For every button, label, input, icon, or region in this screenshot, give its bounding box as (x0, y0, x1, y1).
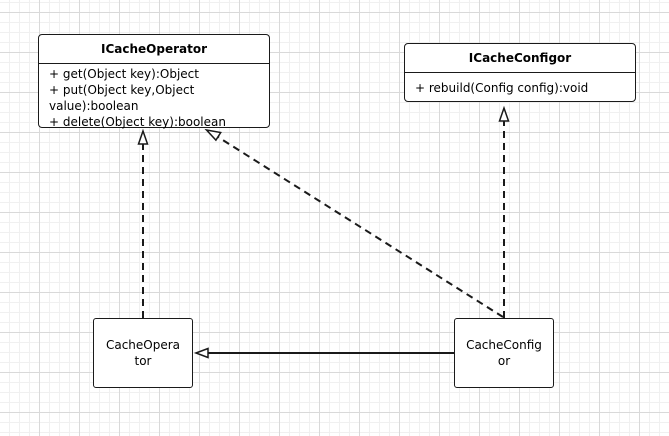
class-name: ICacheOperator (39, 35, 269, 64)
realization-cacheoperator-to-icacheoperator (137, 128, 149, 318)
member-get: + get(Object key):Object (49, 67, 199, 81)
member-list: + rebuild(Config config):void (405, 73, 635, 96)
member-rebuild: + rebuild(Config config):void (415, 81, 589, 95)
cacheoperator-class-box: CacheOperator (93, 318, 193, 388)
icacheoperator-class-box: ICacheOperator + get(Object key):Object … (38, 34, 270, 130)
icacheconfigor-class-box: ICacheConfigor + rebuild(Config config):… (404, 43, 636, 102)
realization-cacheconfigor-to-icacheoperator (204, 128, 504, 318)
cacheconfigor-class-box: CacheConfigor (454, 318, 554, 388)
class-name: CacheOperator (105, 338, 181, 368)
member-delete: + delete(Object key):boolean (49, 115, 226, 129)
class-name: ICacheConfigor (405, 44, 635, 73)
association-cacheconfigor-to-cacheoperator (193, 347, 454, 359)
realization-cacheconfigor-to-icacheconfigor (498, 105, 510, 318)
class-name: CacheConfigor (466, 338, 542, 368)
member-put: + put(Object key,Object value):boolean (49, 83, 195, 113)
member-list: + get(Object key):Object + put(Object ke… (39, 64, 269, 130)
